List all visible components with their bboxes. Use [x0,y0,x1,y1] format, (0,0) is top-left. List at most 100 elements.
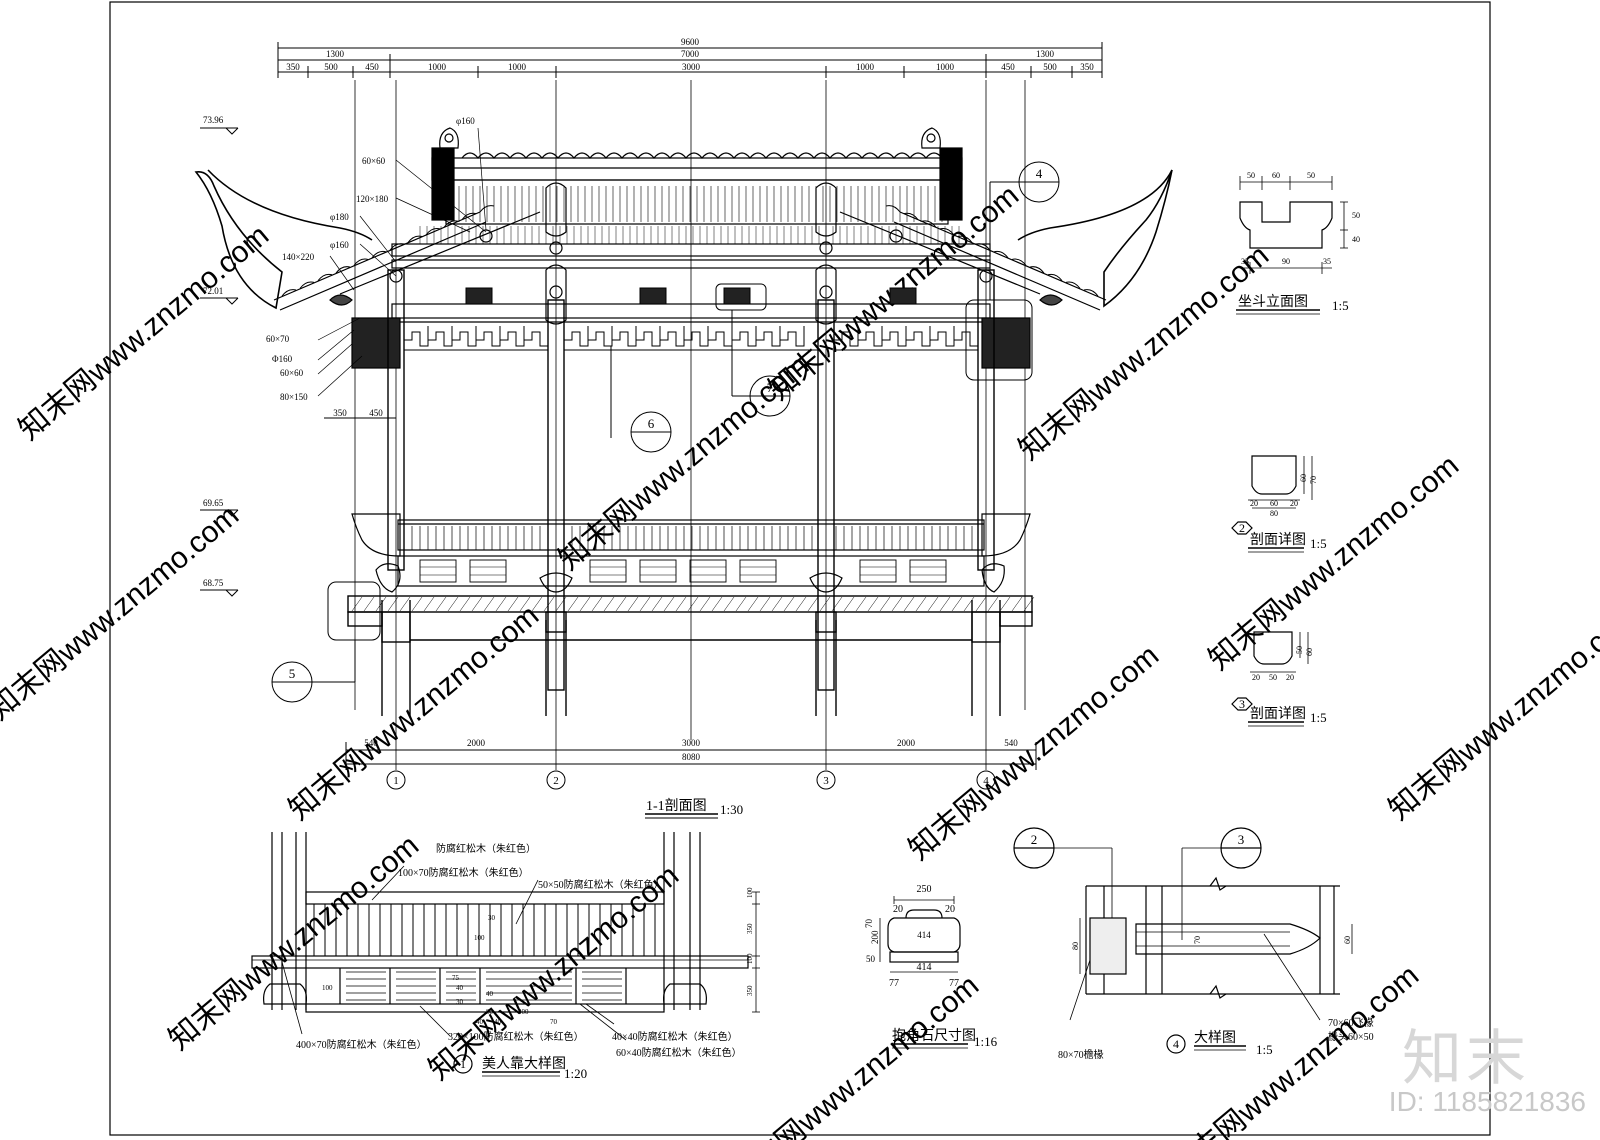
railing-idim-3: 75 [452,974,460,982]
section2-drawing [1231,455,1313,553]
s2-num: 2 [1239,521,1245,535]
d4-callout-0: 70×60飞椽 [1328,1016,1374,1029]
ridge-battens [451,186,943,222]
railing-labels: 防腐红松木（朱红色） 100×70防腐红松木（朱红色） 50×50防腐红松木（朱… [296,842,754,1081]
floor-slab-hatch [351,596,1035,612]
bottom-dim-4: 540 [1004,738,1018,748]
dim-r3-8: 450 [1001,62,1015,72]
railing-callout-0: 100×70防腐红松木（朱红色） [398,866,529,879]
railing-callout-2: 400×70防腐红松木（朱红色） [296,1038,427,1051]
railing-idim-2: 100 [322,984,333,992]
dim-r3-2: 450 [365,62,379,72]
axis-1-label: 1 [393,775,399,787]
zd-dim-top-0: 50 [1247,171,1255,180]
s2-dim-1: 60 [1270,499,1278,508]
s2-dim-side-1: 70 [1309,476,1318,484]
railing-idim-4: 40 [486,990,494,998]
s3-num: 3 [1239,697,1245,711]
s3-title: 剖面详图 [1250,706,1306,722]
main-section-drawing [194,42,1173,819]
floor-slab [347,595,1033,643]
dim-r3-5: 3000 [682,62,701,72]
zd-dim-side-1: 40 [1352,235,1360,244]
railing-idim-7: 40 [456,984,464,992]
s3-dim-1: 50 [1269,673,1277,682]
axis-4-label: 4 [983,775,989,787]
s2-dim-side-0: 60 [1299,474,1308,482]
s2-scale: 1:5 [1310,536,1327,551]
railing-idim-10: 70 [550,1018,558,1026]
zd-dim-top-2: 50 [1307,171,1315,180]
callout-6: Φ160 [272,354,293,364]
callout-3: φ160 [330,240,349,250]
elevation-1: 73.96 [203,115,224,125]
main-title: 1-1剖面图 [646,798,707,814]
railing-dim-r-0: 100 [746,887,754,898]
bench-slats [403,526,973,550]
elevation-3: 69.65 [203,498,224,508]
axis-lines [354,80,1026,770]
ref-circle-4 [965,161,1060,381]
sheet-border [109,1,1491,1136]
d4-ref-2: 2 [1031,832,1038,847]
baojiao-stone-drawing [879,896,968,1049]
railing-idim-6: 40 [494,1018,502,1026]
ridge-tile-waves [461,152,943,159]
dim-r3-6: 1000 [856,62,875,72]
dim-1300-right: 1300 [1036,49,1055,59]
callout-7: 60×60 [280,368,304,378]
railing-idim-8: 80 [486,1008,494,1016]
bj-dim-5: 77 [889,978,899,989]
s3-dim-side-0: 50 [1295,646,1304,654]
d4-ref-3: 3 [1238,832,1245,847]
ref-circle-7 [731,310,791,417]
mid-dim-350: 350 [333,408,347,418]
bj-dim-3: 414 [917,930,931,940]
brackets [329,182,1063,369]
roof-slopes [273,211,1107,311]
callout-5: 60×70 [266,334,290,344]
d4-dim-1: 70 [1193,936,1202,944]
bottom-dim-0: 540 [364,738,378,748]
bj-dim-2: 20 [945,904,955,915]
zuodou-elevation-drawing [1236,176,1348,315]
railing-slats [313,904,656,956]
dim-1300-left: 1300 [326,49,345,59]
roof-tiles-left [281,205,495,297]
detail4-drawing [1013,827,1353,1054]
main-section-labels: 9600 1300 7000 1300 350 500 450 1000 100… [203,37,1094,817]
callout-8: 80×150 [280,392,308,402]
s2-title: 剖面详图 [1250,532,1306,548]
dim-r3-0: 350 [286,62,300,72]
elevation-2: 72.01 [203,286,223,296]
bj-dim-6: 77 [949,978,959,989]
s2-dim-2: 20 [1290,499,1298,508]
s3-dim-2: 20 [1286,673,1294,682]
railing-title: 美人靠大样图 [482,1056,566,1072]
bj-side-0: 70 [864,919,874,929]
columns [381,269,1001,716]
callout-4: 140×220 [282,252,315,262]
bottom-dim-total: 8080 [682,752,701,762]
bj-scale: 1:16 [974,1034,998,1049]
bottom-dimension-lines [345,742,1037,770]
d4-title: 大样图 [1194,1030,1236,1046]
railing-idim-0: 30 [488,914,496,922]
d4-dim-2: 60 [1343,936,1352,944]
bj-dim-4: 414 [917,962,932,973]
dim-r3-4: 1000 [508,62,527,72]
railing-window-bars [346,971,622,1001]
zd-dim-bottom-2: 35 [1323,257,1331,266]
d4-num: 4 [1173,1037,1179,1051]
ref-5-label: 5 [289,666,296,681]
section3-drawing [1231,631,1309,727]
top-dimension-lines [277,42,1103,78]
railing-idim-1: 100 [474,934,485,942]
zd-title: 坐斗立面图 [1238,294,1308,310]
section3-labels: 20 50 20 50 60 3 剖面详图 1:5 [1239,646,1327,725]
callout-1: 120×180 [356,194,389,204]
s2-dim-3: 80 [1270,509,1278,518]
d4-scale: 1:5 [1256,1042,1273,1057]
railing-dim-r-2: 100 [746,953,754,964]
zd-dim-side-0: 50 [1352,211,1360,220]
